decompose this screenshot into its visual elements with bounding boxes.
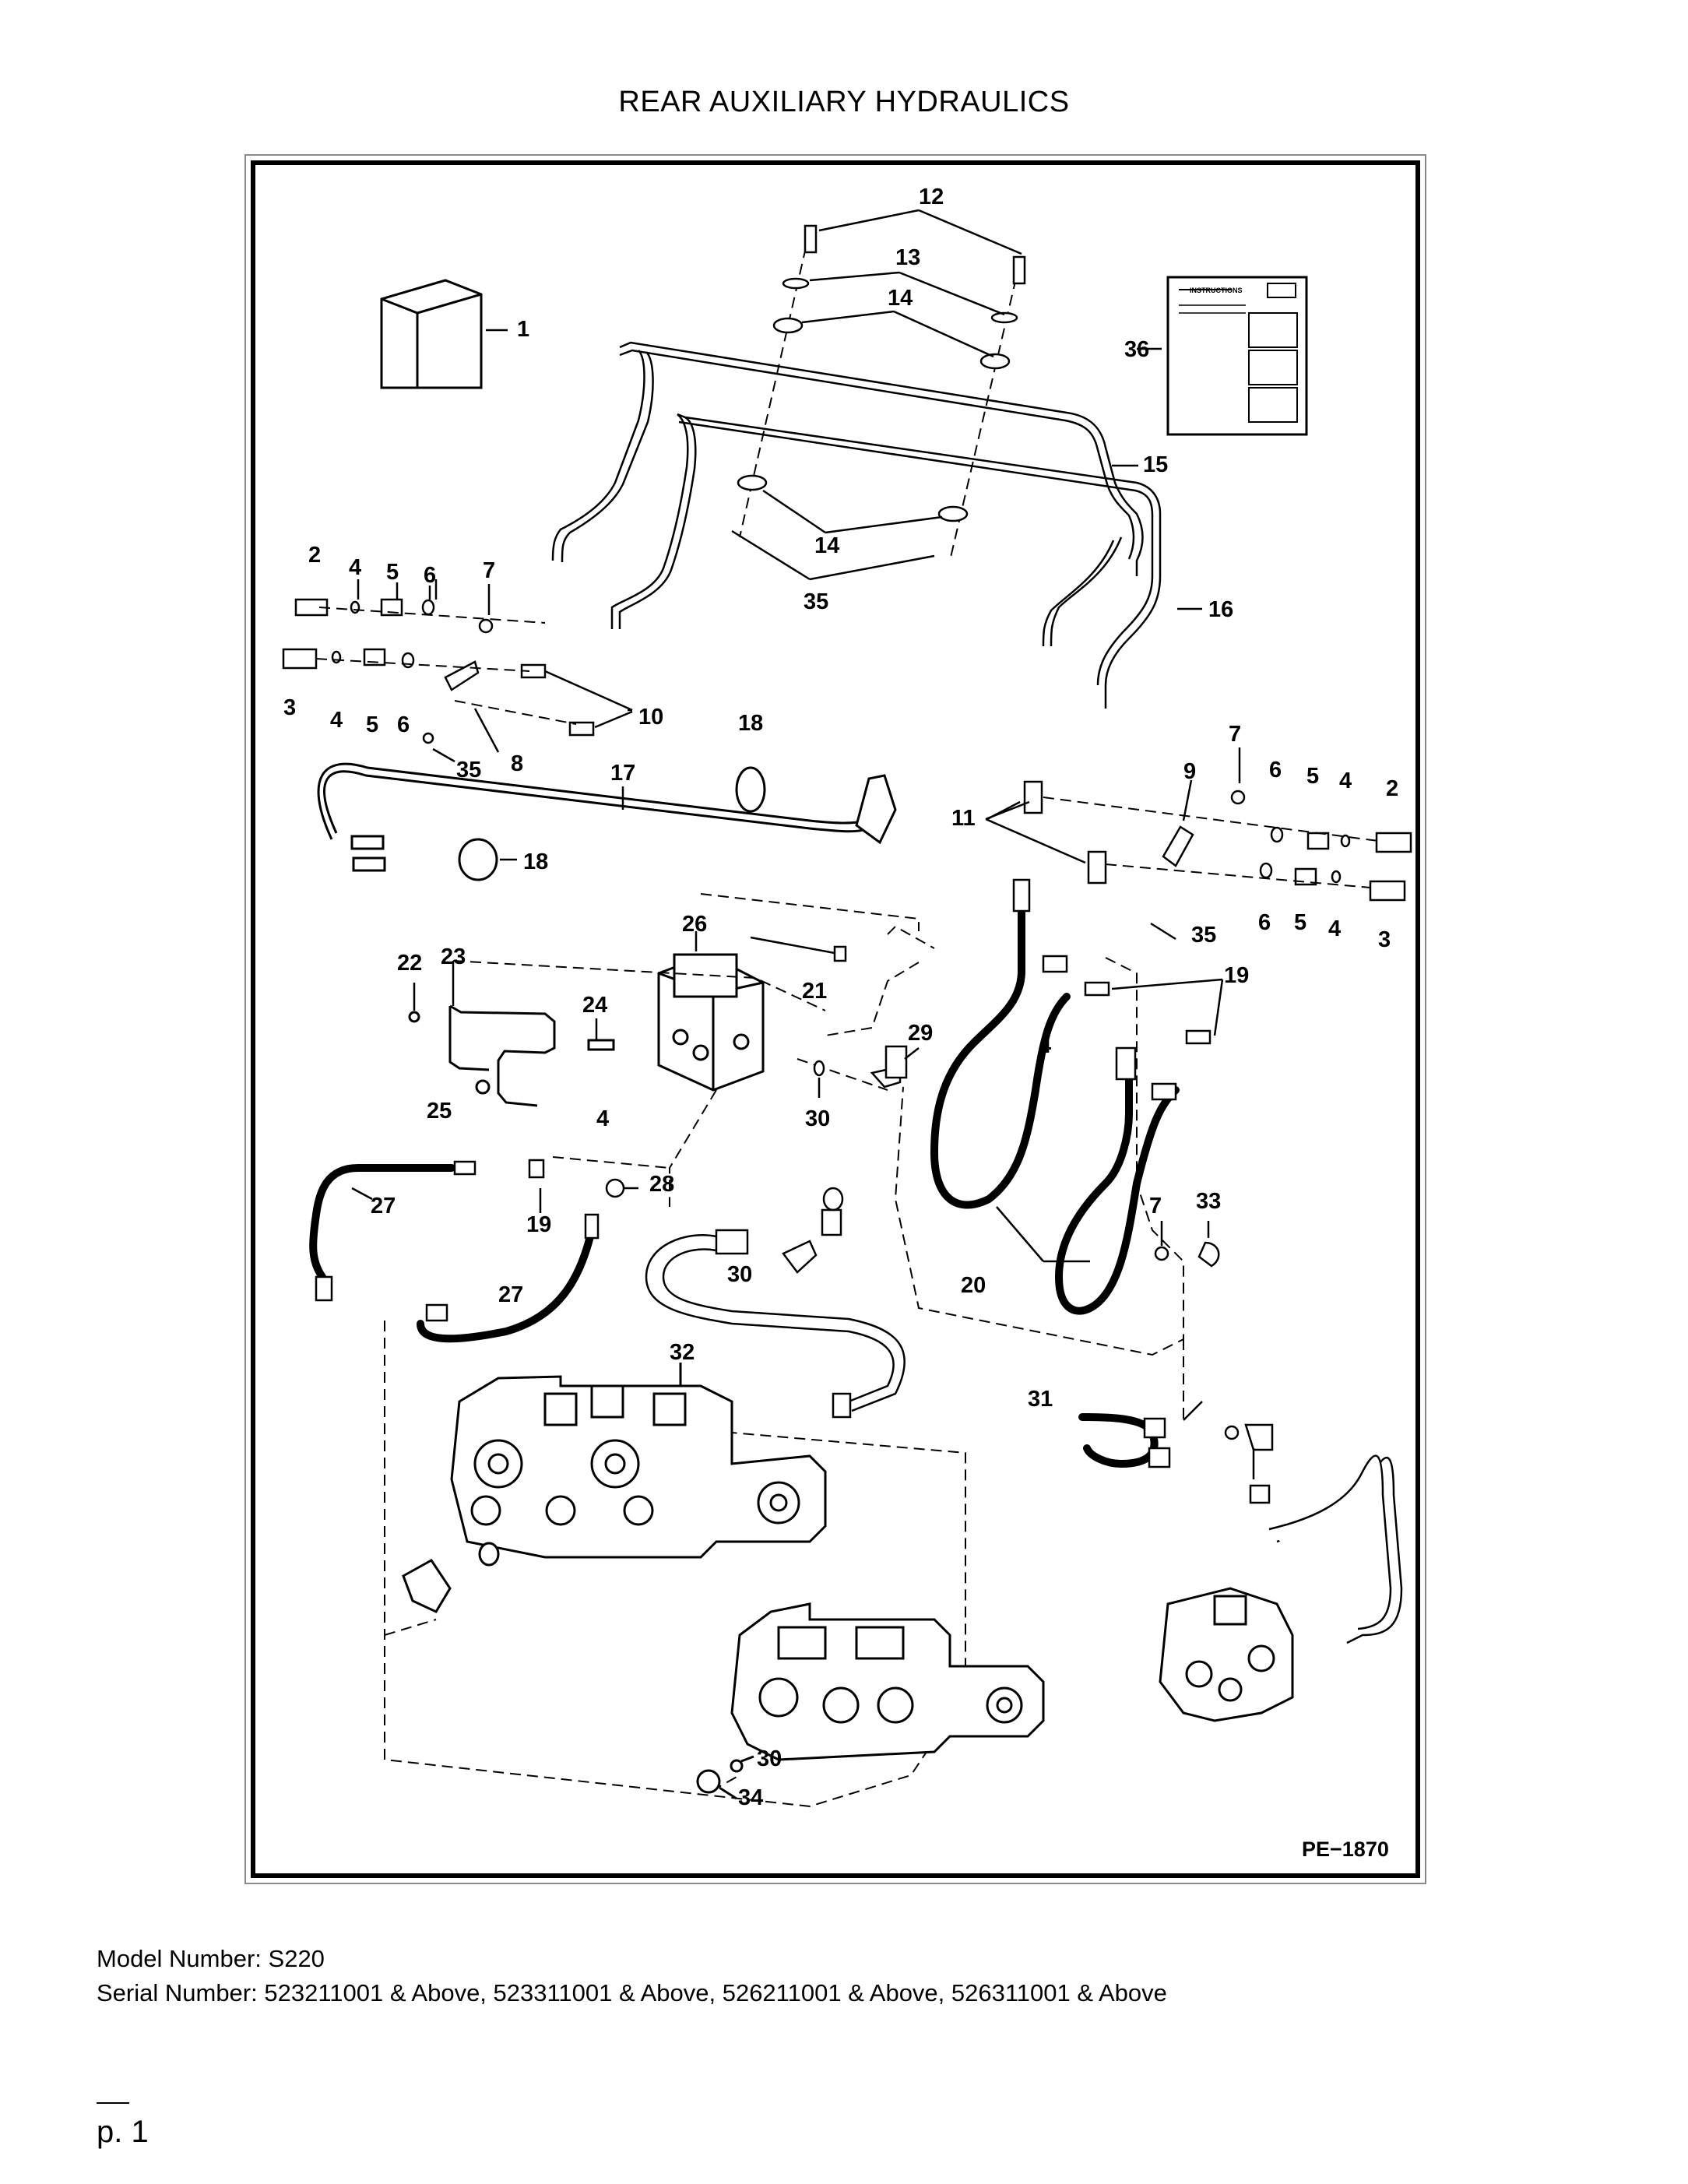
hose-20	[930, 892, 1180, 1315]
control-valve-right	[1159, 1587, 1294, 1722]
valve-block	[657, 931, 765, 1092]
callout-33: 33	[1196, 1189, 1221, 1214]
pump-assembly-32	[450, 1363, 827, 1559]
hose-31-ends	[1143, 1401, 1403, 1644]
callout-2b: 2	[1386, 776, 1398, 801]
callout-29: 29	[908, 1021, 933, 1046]
callout-8: 8	[511, 751, 523, 776]
hose-27	[309, 1164, 596, 1343]
callout-35a: 35	[804, 589, 828, 614]
part-33-7	[1154, 1221, 1220, 1268]
callout-28: 28	[649, 1172, 674, 1197]
figure-id: PE−1870	[1302, 1838, 1389, 1861]
bolt-hardware	[737, 224, 1026, 522]
callout-20: 20	[961, 1273, 986, 1298]
pump-assembly-lower	[730, 1602, 1045, 1761]
callout-1: 1	[517, 317, 529, 342]
instruction-sheet-title: INSTRUCTIONS	[1190, 287, 1243, 294]
callout-36: 36	[1124, 337, 1149, 362]
callout-19a: 19	[1224, 963, 1249, 988]
callout-12: 12	[919, 185, 944, 209]
tee-fittings	[986, 800, 1021, 821]
callout-22: 22	[397, 951, 422, 976]
callout-25: 25	[427, 1099, 452, 1124]
callout-24: 24	[582, 993, 607, 1018]
hose-20-ends	[996, 878, 1177, 1263]
callout-32: 32	[670, 1340, 695, 1365]
part-box-kit	[380, 279, 483, 389]
callout-30b: 30	[727, 1262, 752, 1287]
callout-5a: 5	[386, 560, 399, 585]
adapter-part	[402, 1542, 500, 1613]
diagram-frame	[251, 160, 1420, 1878]
bolt-alignment-lines	[739, 230, 1021, 561]
callout-14b: 14	[814, 533, 839, 558]
callout-10: 10	[638, 705, 663, 730]
plug-34	[696, 1755, 754, 1800]
callout-5b: 5	[366, 712, 378, 737]
callout-6c: 6	[1269, 758, 1282, 783]
callout-18b: 18	[523, 849, 548, 874]
callout-7a: 7	[483, 558, 495, 583]
callout-2a: 2	[308, 543, 321, 568]
callout-6d: 6	[1258, 910, 1271, 935]
model-number: Model Number: S220	[97, 1945, 325, 1972]
callout-21: 21	[802, 979, 827, 1004]
bolt-21	[750, 936, 847, 962]
callout-19b: 19	[526, 1212, 551, 1237]
leader-lines	[486, 209, 1202, 610]
callout-6b: 6	[397, 712, 410, 737]
callout-7c: 7	[1149, 1194, 1162, 1219]
right-fittings	[985, 747, 1412, 941]
callout-31: 31	[1028, 1387, 1053, 1412]
serial-number: Serial Number: 523211001 & Above, 523311…	[97, 1979, 1167, 2006]
callout-23: 23	[441, 944, 466, 969]
page-number: p. 1	[97, 2115, 149, 2149]
callout-14a: 14	[888, 286, 913, 311]
callout-13: 13	[895, 245, 920, 270]
callout-35c: 35	[1191, 923, 1216, 948]
callout-27b: 27	[498, 1282, 523, 1307]
callout-5c: 5	[1306, 764, 1319, 789]
tube-assembly	[551, 341, 1162, 709]
hose-17	[317, 762, 897, 872]
block-dashes	[452, 893, 1184, 1425]
fittings-19-29	[813, 978, 1224, 1098]
hose-27-ends	[315, 1159, 638, 1322]
callout-30a: 30	[805, 1106, 830, 1131]
callout-labels: 1 12 13 14 14 35 36 15 16 2 4 5 6 7 3 4 …	[283, 185, 1398, 1861]
callout-9: 9	[1183, 759, 1196, 784]
cable-ties	[458, 766, 766, 881]
callout-4b: 4	[330, 708, 343, 733]
callout-35b: 35	[456, 758, 481, 783]
page-rule	[97, 2102, 129, 2104]
callout-4a: 4	[349, 555, 361, 580]
hose-light	[645, 1187, 906, 1419]
callout-4f: 4	[596, 1106, 609, 1131]
callout-26: 26	[682, 912, 707, 937]
callout-3a: 3	[283, 695, 296, 720]
callout-4c: 4	[1339, 768, 1352, 793]
callout-30c: 30	[757, 1746, 782, 1771]
callout-15: 15	[1143, 452, 1168, 477]
callout-5d: 5	[1294, 910, 1306, 935]
callout-4e: 4	[1039, 1033, 1051, 1058]
callout-17: 17	[610, 761, 635, 786]
callout-6a: 6	[424, 563, 436, 588]
part-instruction-sheet	[1166, 276, 1308, 436]
bracket-23	[408, 961, 615, 1107]
callout-7b: 7	[1229, 722, 1241, 747]
page-title: REAR AUXILIARY HYDRAULICS	[618, 86, 1070, 118]
left-fittings	[282, 579, 633, 763]
callout-18a: 18	[738, 711, 763, 736]
callout-34: 34	[738, 1785, 763, 1810]
hose-31	[1078, 1413, 1159, 1468]
callout-4d: 4	[1328, 916, 1341, 941]
diagram-outer-frame	[244, 154, 1426, 1884]
callout-16: 16	[1208, 597, 1233, 622]
callout-3b: 3	[1378, 927, 1391, 952]
callout-27a: 27	[371, 1194, 396, 1219]
callout-11: 11	[951, 806, 976, 831]
